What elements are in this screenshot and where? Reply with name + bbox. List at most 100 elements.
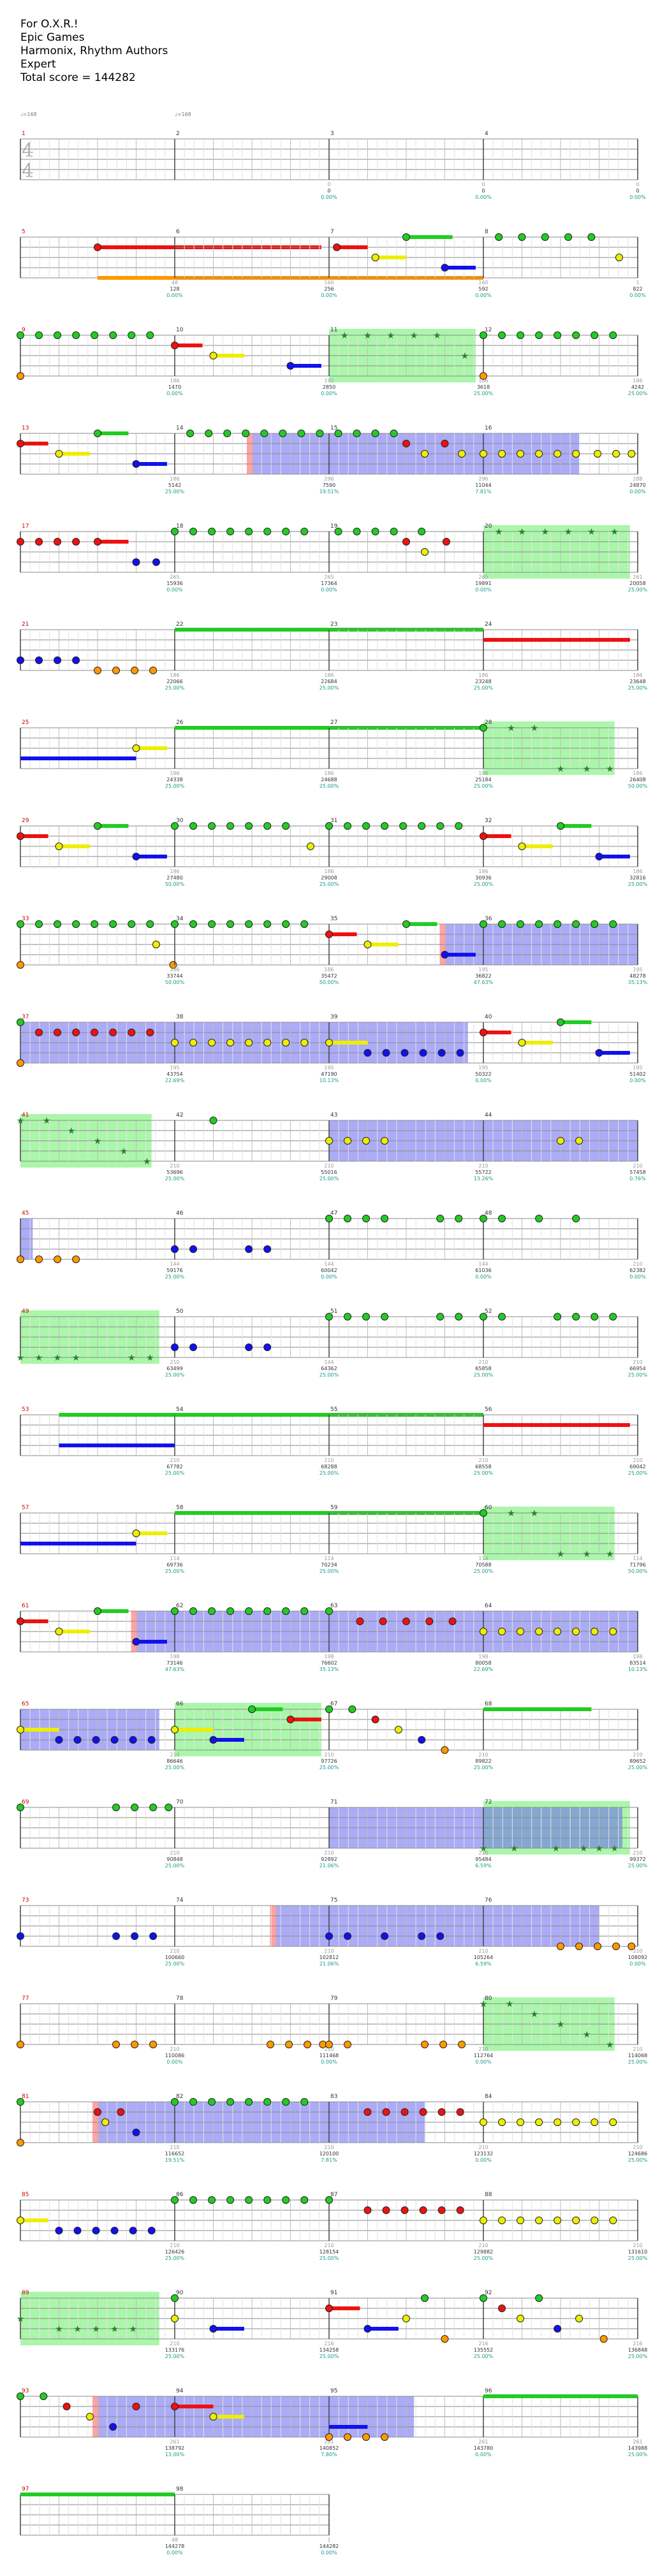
measure-31: [325, 822, 483, 867]
measure-number: 80: [485, 1995, 492, 2002]
measure-score: 144282: [319, 2543, 339, 2549]
note-gem: [591, 920, 599, 928]
measure-percent: 13.26%: [474, 1176, 494, 1182]
measure-note-count: 210: [478, 1948, 488, 1954]
note-gem: [94, 667, 101, 674]
measure-34: [171, 920, 329, 966]
note-gem: [535, 2294, 543, 2302]
note-gem: [279, 430, 287, 437]
measure-note-count: 198: [633, 1654, 642, 1660]
measure-note-count: 261: [170, 2439, 179, 2445]
note-gem: [402, 538, 410, 546]
note-gem: [186, 430, 194, 437]
measure-score: 0: [327, 188, 330, 194]
measure-percent: 0.00%: [321, 194, 337, 200]
note-gem: [609, 1628, 617, 1635]
measure-percent: 22.69%: [474, 1667, 494, 1672]
note-gem: [132, 2129, 140, 2136]
note-gem: [110, 1736, 119, 1744]
star-note: ★: [72, 1353, 80, 1363]
measure-score: 95484: [475, 1856, 491, 1862]
measure-note-count: 210: [633, 1752, 642, 1758]
note-gem: [17, 656, 24, 664]
star-note: ★: [363, 331, 372, 341]
measure-percent: 25.00%: [319, 1470, 339, 1476]
note-gem: [402, 920, 410, 928]
note-gem: [226, 1039, 235, 1046]
measure-39: [325, 1022, 483, 1064]
note-gem: [101, 2118, 110, 2126]
measure-94: [171, 2396, 329, 2438]
measure-percent: 25.00%: [628, 1863, 648, 1869]
sustain-trail: [59, 1413, 175, 1417]
note-gem: [325, 2433, 333, 2441]
measure-score: 47190: [321, 1071, 337, 1077]
star-note: ★: [564, 527, 573, 537]
measure-41: ★★★★★★: [17, 1114, 175, 1168]
note-gem: [54, 538, 62, 546]
measure-percent: 25.00%: [165, 783, 185, 789]
measure-percent: 0.00%: [629, 293, 646, 298]
measure-number: 35: [330, 916, 337, 922]
measure-percent: 7.81%: [475, 489, 492, 495]
note-gem: [112, 2041, 121, 2048]
note-gem: [609, 2217, 617, 2224]
measure-score: 55722: [475, 1169, 491, 1175]
note-gem: [205, 430, 213, 437]
measure-score: 110086: [165, 2053, 185, 2059]
measure-score: 69736: [166, 1562, 182, 1568]
measure-note-count: 265: [478, 574, 488, 580]
note-gem: [17, 1804, 24, 1811]
measure-86: [171, 2196, 329, 2241]
note-gem: [498, 920, 506, 928]
measure-percent: 0.00%: [166, 293, 183, 298]
measure-note-count: 186: [478, 869, 488, 874]
note-gem: [557, 1943, 564, 1950]
note-gem: [208, 1607, 216, 1615]
measure-number: 23: [330, 621, 337, 628]
measure-note-count: 210: [478, 2243, 488, 2248]
note-gem: [458, 2041, 466, 2048]
measure-32: [480, 822, 638, 867]
measure-note-count: 144: [324, 1261, 334, 1267]
note-gem: [517, 1628, 525, 1635]
measure-note-count: 186: [170, 378, 179, 384]
measure-48: [480, 1215, 638, 1260]
measure-10: [171, 335, 329, 377]
note-gem: [612, 1943, 620, 1950]
measure-number: 31: [330, 818, 337, 824]
sustain-trail: [20, 442, 48, 445]
note-gem: [334, 528, 342, 535]
star-note: ★: [583, 2030, 591, 2040]
measure-97: [20, 2493, 175, 2536]
note-gem: [419, 2108, 427, 2116]
measure-56: [483, 1414, 638, 1456]
measure-number: 43: [330, 1112, 337, 1118]
measure-number: 21: [22, 621, 29, 628]
measure-note-count: 186: [324, 869, 334, 874]
note-gem: [554, 331, 562, 339]
measure-number: 84: [485, 2094, 492, 2100]
note-gem: [17, 1018, 24, 1026]
measure-percent: 25.00%: [628, 2255, 648, 2261]
measure-number: 7: [330, 229, 334, 235]
note-gem: [421, 2041, 429, 2048]
sustain-trail: [213, 2415, 244, 2419]
star-note: ★: [433, 331, 441, 341]
star-note: ★: [17, 1116, 25, 1126]
note-gem: [325, 1313, 333, 1321]
measure-note-count: 186: [633, 869, 642, 874]
measure-note-count: 144: [478, 1261, 488, 1267]
measure-number: 55: [330, 1407, 337, 1413]
note-gem: [572, 1215, 580, 1222]
measure-number: 54: [176, 1407, 184, 1413]
note-gem: [72, 331, 80, 339]
measure-note-count: 210: [324, 2243, 334, 2248]
measure-percent: 25.00%: [319, 2255, 339, 2261]
note-gem: [94, 822, 101, 830]
measure-number: 4: [485, 131, 488, 137]
note-gem: [152, 941, 160, 948]
sustain-trail: [59, 452, 90, 456]
note-gem: [362, 822, 371, 830]
measure-number: 29: [22, 818, 29, 824]
